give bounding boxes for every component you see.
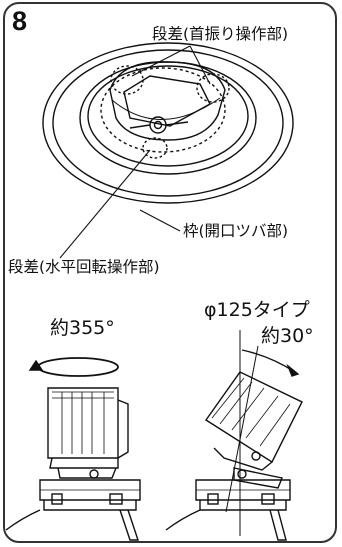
label-rotation-part: 段差(水平回転操作部) <box>8 258 160 276</box>
downlight-frame-illustration <box>42 42 294 259</box>
step-number: 8 <box>12 6 28 36</box>
label-rotation-angle: 約355° <box>50 317 115 339</box>
label-type: φ125タイプ <box>204 299 310 321</box>
label-frame-part: 枠(開口ツバ部) <box>183 222 289 240</box>
fixture-upright-illustration <box>5 387 141 541</box>
label-tilt-angle: 約30° <box>261 325 314 347</box>
fixture-tilted-illustration <box>165 330 303 541</box>
rotation-arrow-icon <box>28 357 119 377</box>
label-step-part: 段差(首振り操作部) <box>152 25 289 43</box>
figure-frame <box>3 2 337 543</box>
